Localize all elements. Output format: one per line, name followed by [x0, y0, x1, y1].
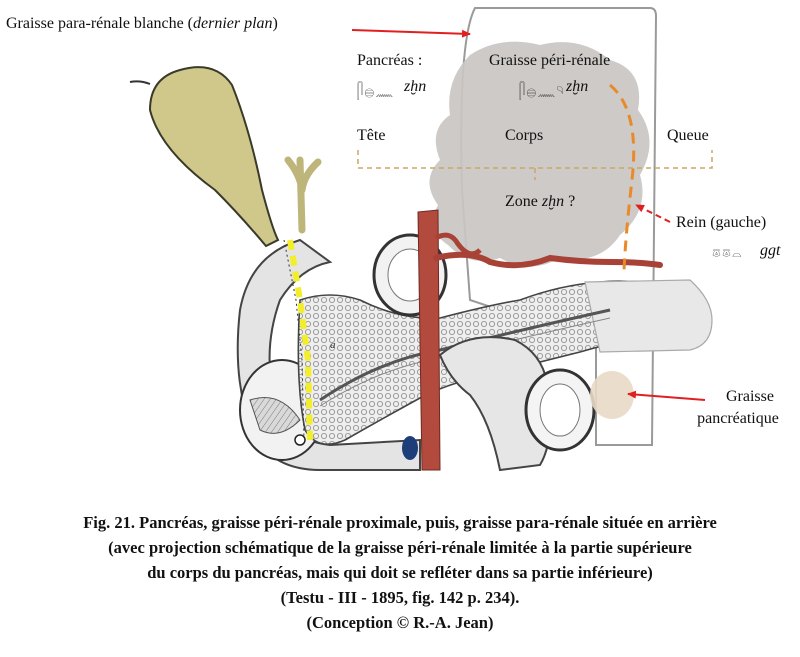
caption-line-2: (avec projection schématique de la grais…	[0, 535, 800, 560]
kidney-hieroglyph-icon: 𓎼𓎼𓏏	[712, 240, 742, 265]
gallbladder	[150, 67, 278, 246]
label-body: Corps	[505, 127, 543, 145]
label-tail: Queue	[667, 127, 709, 145]
pancreas-hieroglyph-icon: 𓋴𓐍𓈖	[357, 76, 394, 101]
pancreatic-fat-blob	[590, 371, 634, 419]
vein-section	[402, 436, 418, 460]
label-pancreatic-fat-2: pancréatique	[690, 410, 786, 428]
figure-letter-a: a	[330, 339, 336, 351]
caption-line-1: Fig. 21. Pancréas, graisse péri-rénale p…	[0, 510, 800, 535]
label-para-renal-fat: Graisse para-rénale blanche (dernier pla…	[6, 15, 278, 33]
peri-renal-hieroglyph-icon: 𓋴𓐍𓈖𓄹	[519, 76, 565, 101]
caption-line-5: (Conception © R.-A. Jean)	[0, 610, 800, 635]
pancreas-transliteration: zḫn	[404, 78, 426, 96]
label-head: Tête	[357, 127, 385, 145]
peri-renal-transliteration: zḫn	[566, 78, 588, 96]
caption-line-4: (Testu - III - 1895, fig. 142 p. 234).	[0, 585, 800, 610]
label-pancreas: Pancréas :	[357, 52, 422, 70]
figure-caption: Fig. 21. Pancréas, graisse péri-rénale p…	[0, 510, 800, 635]
arrow-para-renal	[352, 30, 470, 34]
label-pancreatic-fat-1: Graisse	[720, 388, 780, 406]
caption-line-3: du corps du pancréas, mais qui doit se r…	[0, 560, 800, 585]
pancreas-tail	[585, 280, 712, 352]
anatomical-figure: a	[0, 0, 800, 500]
kidney-transliteration: ggt	[760, 242, 780, 260]
label-zone: Zone zḫn ?	[505, 193, 575, 211]
label-kidney: Rein (gauche)	[676, 214, 766, 232]
label-peri-renal-fat: Graisse péri-rénale	[489, 52, 610, 70]
aorta	[418, 210, 440, 470]
